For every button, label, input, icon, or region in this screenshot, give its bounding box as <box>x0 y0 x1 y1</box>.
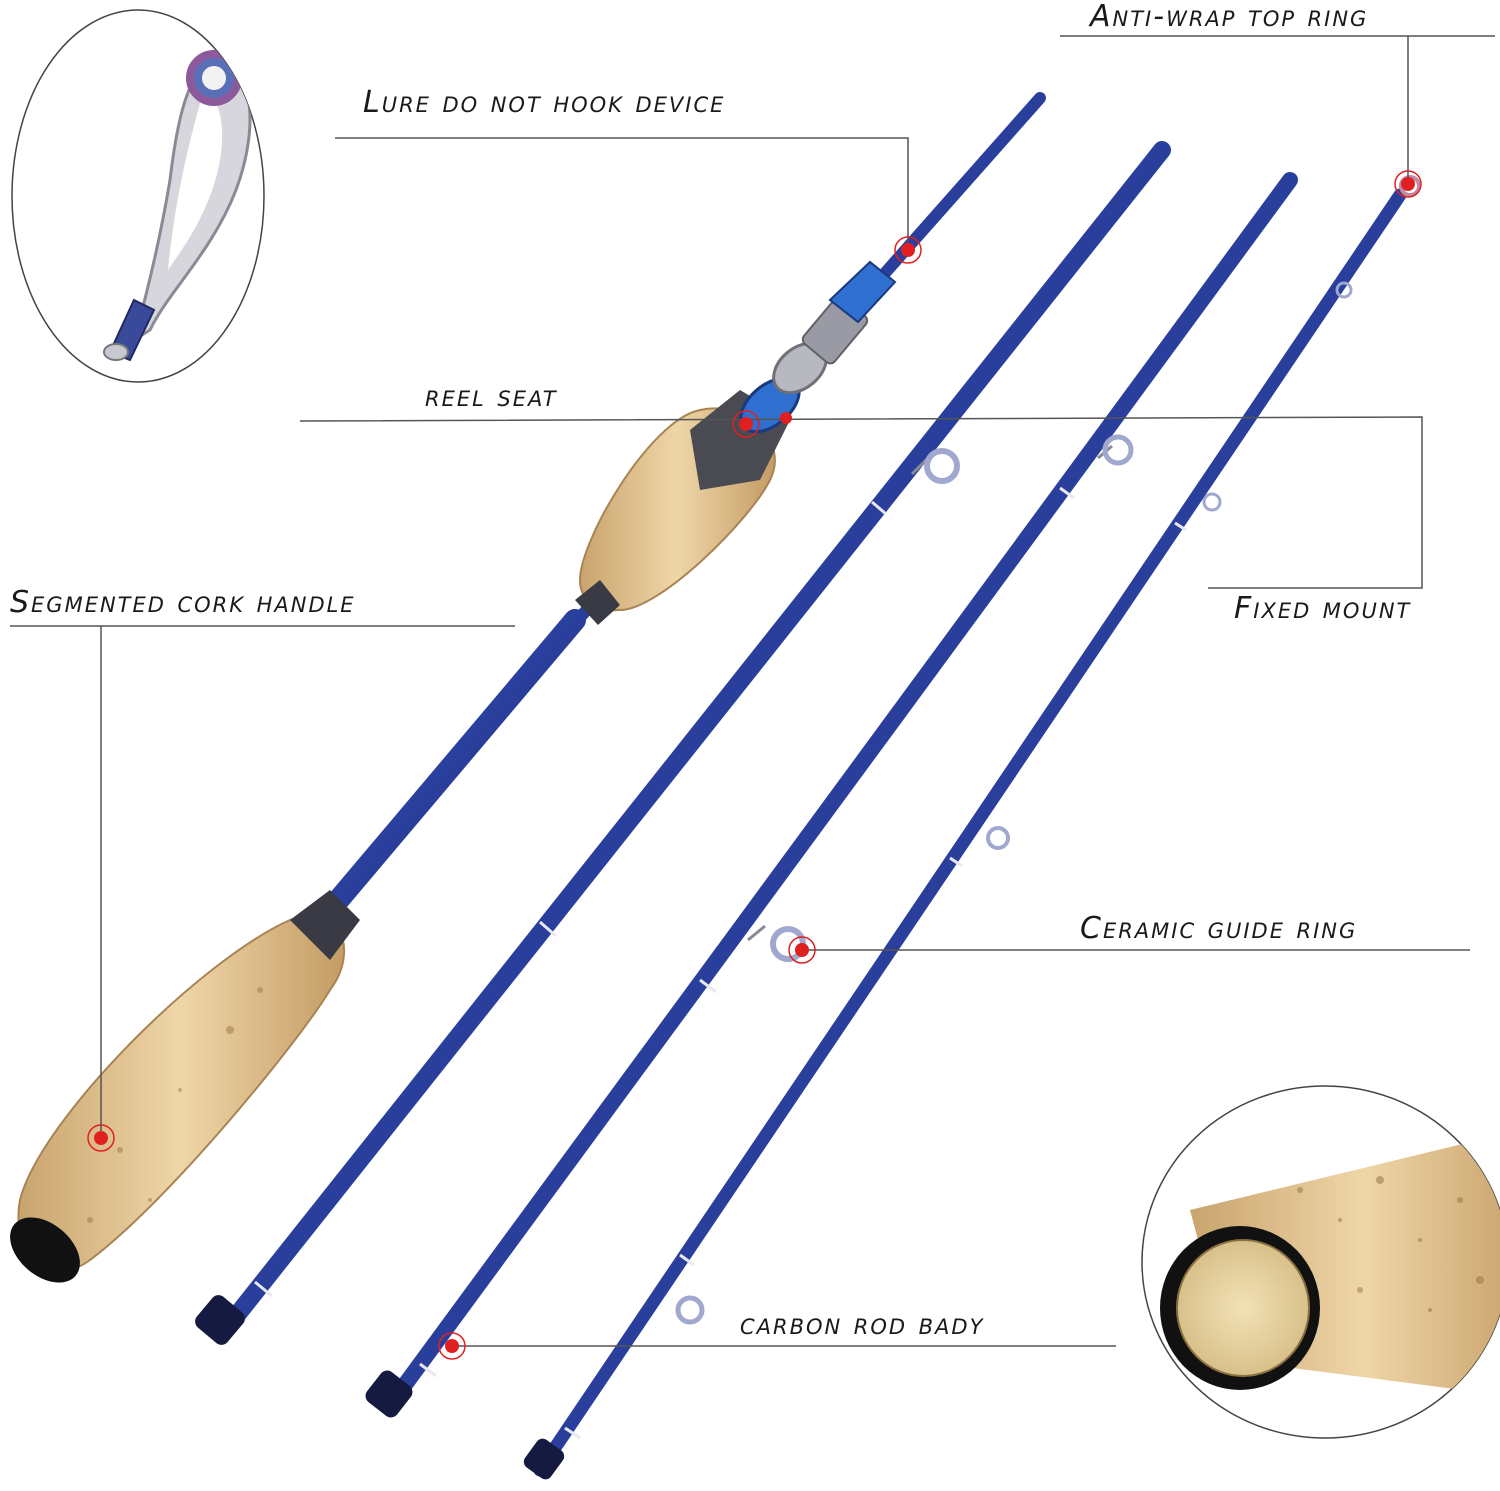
marker-top-ring <box>1394 170 1422 198</box>
marker-rod-body <box>438 1332 466 1360</box>
section-2-guide-icon <box>910 448 960 484</box>
rod-section-2 <box>195 141 1171 1345</box>
guide-ring-inset <box>11 9 265 383</box>
marker-lure-device <box>894 236 922 264</box>
rod-section-3 <box>365 172 1298 1418</box>
label-cork-handle: Segmented cork handle <box>10 585 356 620</box>
rod-butt-section <box>10 92 1046 1283</box>
handle-end-inset <box>1141 1085 1500 1439</box>
tip-guide-icon <box>675 175 1421 1325</box>
marker-cork-handle <box>87 1124 115 1152</box>
label-reel-seat: reel seat <box>425 379 558 414</box>
rod-tip-section <box>523 175 1421 1480</box>
label-lure-device: Lure do not hook device <box>363 85 726 120</box>
section-3-guide-icon <box>747 924 806 962</box>
label-guide-ring: Ceramic guide ring <box>1080 911 1358 946</box>
callout-markers <box>87 170 1422 1360</box>
leader-lines <box>10 35 1495 1347</box>
marker-reel-seat <box>732 410 760 438</box>
label-fixed-mount: Fixed mount <box>1234 591 1412 626</box>
section-3-guide-upper-icon <box>1097 434 1134 466</box>
label-top-ring: Anti-wrap top ring <box>1090 0 1369 34</box>
marker-guide-ring <box>788 936 816 964</box>
marker-fixed-mount <box>780 412 792 424</box>
label-rod-body: carbon rod bady <box>740 1307 985 1342</box>
